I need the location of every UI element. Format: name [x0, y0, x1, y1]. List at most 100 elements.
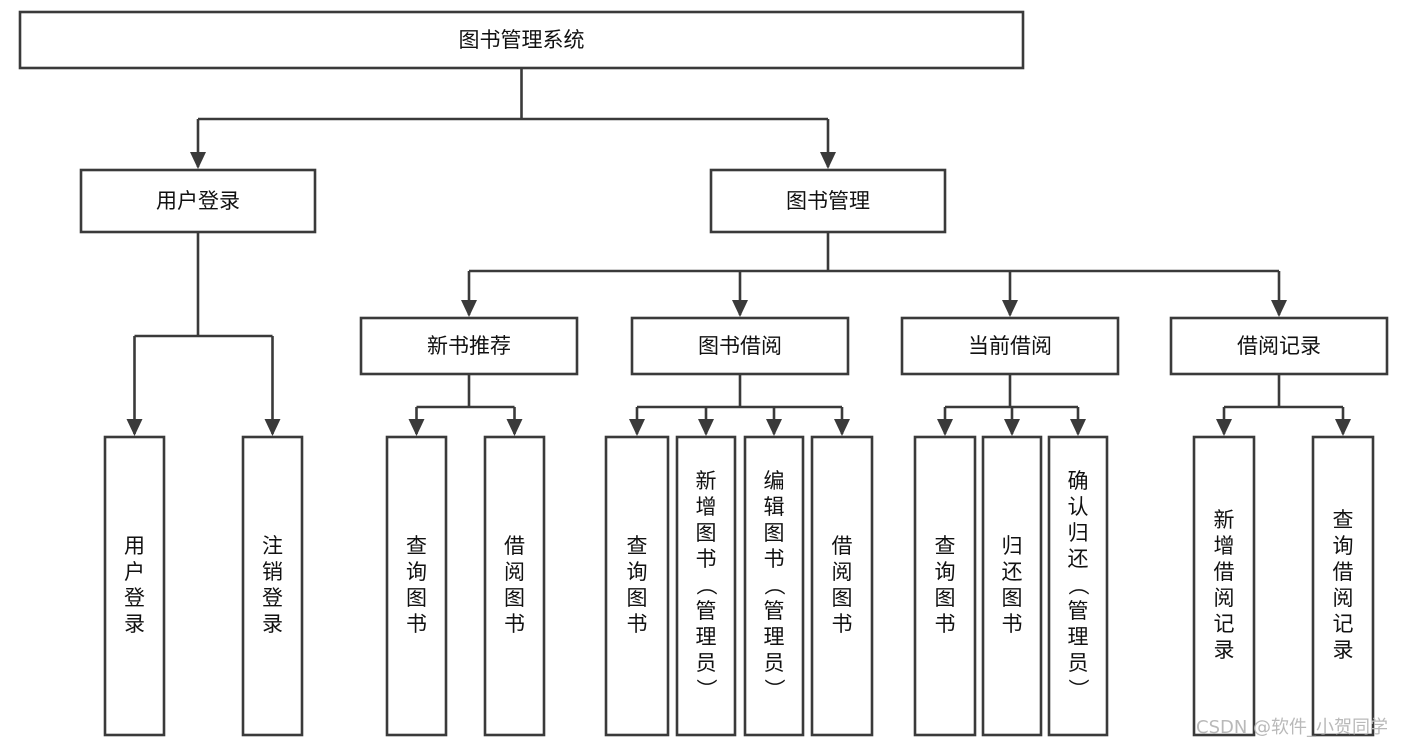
node-box-borrow-record — [1169, 316, 1389, 376]
node-label-leaf-query-record-char-3: 阅 — [1333, 586, 1354, 610]
node-label-leaf-borrow-book-1-char-3: 书 — [504, 612, 525, 636]
node-label-leaf-edit-book-char-5: 管 — [764, 599, 785, 623]
node-label-leaf-return-book-char-3: 书 — [1002, 612, 1023, 636]
node-book-borrow[interactable]: 图书借阅 — [630, 316, 850, 376]
arrow-head-icon — [698, 419, 714, 436]
arrow-head-icon — [506, 419, 523, 436]
node-label-leaf-confirm-return-char-7: 员 — [1068, 651, 1089, 675]
node-label-leaf-edit-book-char-6: 理 — [764, 625, 785, 649]
node-label-borrow-record: 借阅记录 — [1237, 334, 1321, 358]
node-box-leaf-query-book-2 — [604, 435, 670, 737]
node-new-book-rec[interactable]: 新书推荐 — [359, 316, 579, 376]
node-box-leaf-user-login — [103, 435, 166, 737]
node-label-book-management: 图书管理 — [786, 189, 870, 213]
node-label-leaf-add-book-char-3: 书 — [696, 547, 717, 571]
node-leaf-user-login[interactable]: 用户登录 — [103, 435, 166, 737]
node-label-leaf-query-record-char-1: 询 — [1333, 534, 1354, 558]
node-box-leaf-query-book-1 — [385, 435, 448, 737]
node-label-leaf-user-login-char-3: 录 — [124, 612, 145, 636]
node-label-leaf-return-book-char-2: 图 — [1002, 586, 1023, 610]
node-label-leaf-query-book-2-char-1: 询 — [627, 560, 648, 584]
node-box-leaf-logout — [241, 435, 304, 737]
node-label-leaf-confirm-return-char-8: ） — [1066, 679, 1090, 700]
node-layer: 图书管理系统用户登录图书管理新书推荐图书借阅当前借阅借阅记录用户登录注销登录查询… — [18, 10, 1389, 737]
connector-layer — [126, 68, 1351, 436]
node-label-leaf-edit-book-char-2: 图 — [764, 521, 785, 545]
arrow-head-icon — [820, 152, 836, 169]
node-label-leaf-borrow-book-2-char-1: 阅 — [832, 560, 853, 584]
node-label-leaf-query-book-1-char-1: 询 — [406, 560, 427, 584]
node-label-leaf-add-book-char-4: （ — [694, 575, 718, 596]
node-root[interactable]: 图书管理系统 — [18, 10, 1025, 70]
node-box-leaf-add-record — [1192, 435, 1256, 737]
node-label-leaf-user-login-char-1: 户 — [124, 560, 145, 584]
node-label-leaf-query-book-1-char-0: 查 — [406, 534, 427, 558]
node-label-leaf-add-book-char-8: ） — [694, 679, 718, 700]
node-label-leaf-borrow-book-2-char-3: 书 — [832, 612, 853, 636]
node-label-leaf-query-book-2-char-2: 图 — [627, 586, 648, 610]
node-label-leaf-edit-book-char-4: （ — [762, 575, 786, 596]
node-label-leaf-query-book-3-char-3: 书 — [935, 612, 956, 636]
node-label-leaf-add-book-char-7: 员 — [696, 651, 717, 675]
node-label-leaf-borrow-book-2-char-2: 图 — [832, 586, 853, 610]
arrow-head-icon — [264, 419, 281, 436]
node-borrow-record[interactable]: 借阅记录 — [1169, 316, 1389, 376]
arrow-head-icon — [126, 419, 143, 436]
node-label-leaf-add-book-char-1: 增 — [696, 495, 717, 519]
node-label-leaf-logout-char-3: 录 — [262, 612, 283, 636]
arrow-head-icon — [461, 300, 477, 317]
arrow-head-icon — [732, 300, 748, 317]
node-label-leaf-add-book-char-2: 图 — [696, 521, 717, 545]
node-label-leaf-edit-book-char-7: 员 — [764, 651, 785, 675]
node-book-management[interactable]: 图书管理 — [709, 168, 947, 234]
node-label-leaf-confirm-return-char-1: 认 — [1068, 495, 1089, 519]
arrow-head-icon — [190, 152, 206, 169]
node-label-leaf-query-book-3-char-0: 查 — [935, 534, 956, 558]
node-label-leaf-borrow-book-1-char-0: 借 — [504, 534, 525, 558]
node-label-leaf-query-book-1-char-3: 书 — [406, 612, 427, 636]
arrow-head-icon — [629, 419, 645, 436]
node-box-leaf-edit-book — [743, 435, 805, 737]
node-label-leaf-query-book-3-char-2: 图 — [935, 586, 956, 610]
node-box-leaf-return-book — [981, 435, 1043, 737]
node-label-leaf-confirm-return-char-4: （ — [1066, 575, 1090, 596]
node-label-leaf-confirm-return-char-2: 归 — [1068, 521, 1089, 545]
node-current-borrow[interactable]: 当前借阅 — [900, 316, 1120, 376]
node-label-leaf-confirm-return-char-0: 确 — [1068, 469, 1089, 493]
node-box-current-borrow — [900, 316, 1120, 376]
node-label-leaf-add-record-char-0: 新 — [1214, 508, 1235, 532]
node-label-leaf-query-record-char-5: 录 — [1333, 638, 1354, 662]
node-label-leaf-user-login-char-2: 登 — [124, 586, 145, 610]
node-label-leaf-add-book-char-6: 理 — [696, 625, 717, 649]
node-label-leaf-borrow-book-1-char-1: 阅 — [504, 560, 525, 584]
node-label-leaf-confirm-return-char-6: 理 — [1068, 625, 1089, 649]
node-label-leaf-add-record-char-4: 记 — [1214, 612, 1235, 636]
node-box-leaf-borrow-book-1 — [483, 435, 546, 737]
arrow-head-icon — [1004, 419, 1020, 436]
arrow-head-icon — [1070, 419, 1086, 436]
node-label-leaf-add-record-char-2: 借 — [1214, 560, 1235, 584]
node-label-user-login: 用户登录 — [156, 189, 240, 213]
node-label-leaf-confirm-return-char-3: 还 — [1068, 547, 1089, 571]
node-user-login[interactable]: 用户登录 — [79, 168, 317, 234]
node-box-root — [18, 10, 1025, 70]
node-label-leaf-query-record-char-4: 记 — [1333, 612, 1354, 636]
node-label-leaf-add-book-char-0: 新 — [696, 469, 717, 493]
arrow-head-icon — [1335, 419, 1351, 436]
node-label-leaf-add-record-char-5: 录 — [1214, 638, 1235, 662]
node-label-leaf-add-record-char-3: 阅 — [1214, 586, 1235, 610]
node-label-leaf-add-record-char-1: 增 — [1214, 534, 1235, 558]
